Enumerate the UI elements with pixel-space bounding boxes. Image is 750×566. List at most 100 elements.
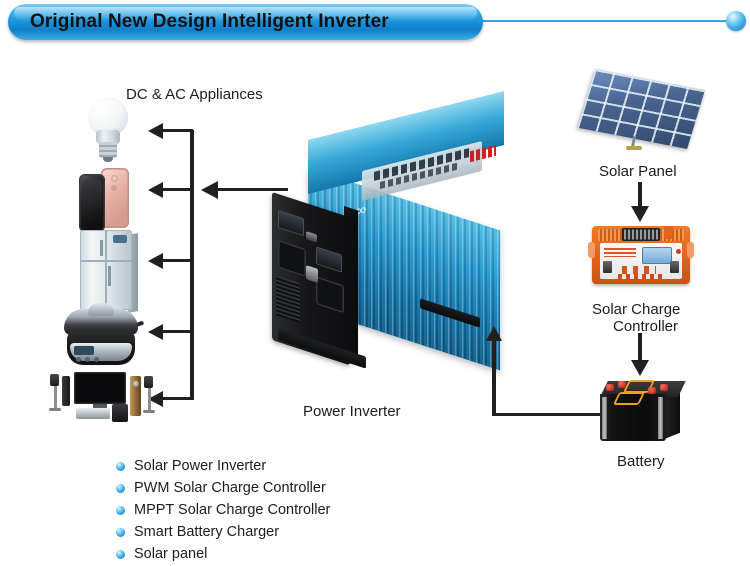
cooker-button-2-icon: [85, 357, 90, 362]
list-item: MPPT Solar Charge Controller: [116, 500, 330, 520]
controller-logo-icon: [676, 249, 681, 254]
arrow-head-fridge-icon: [148, 252, 163, 269]
tv-stand-icon: [93, 404, 107, 408]
cooker-button-3-icon: [94, 357, 99, 362]
controller-usb-left-icon: [603, 261, 612, 273]
speaker-tower-left-icon: [62, 376, 70, 406]
solar-panel-label: Solar Panel: [599, 163, 677, 180]
fridge-handle-lower-icon: [108, 266, 111, 286]
controller-mount-ear-left-icon: [588, 242, 595, 258]
arrow-head-tv-icon: [148, 390, 163, 407]
fridge-handle-upper-icon: [100, 240, 103, 256]
controller-usb-right-icon: [670, 261, 679, 273]
appliance-home-theater: [48, 370, 156, 426]
phone-camera-icon: [111, 175, 118, 182]
arrow-head-cooker-icon: [148, 323, 163, 340]
fridge-door-center-icon: [105, 230, 107, 310]
page-title: Original New Design Intelligent Inverter: [30, 11, 389, 32]
inverter-ac-socket-left-icon: [278, 239, 306, 278]
bullet-icon: [116, 549, 125, 559]
speaker-foot-left-icon: [49, 408, 61, 411]
arrow-head-controller-to-battery-icon: [631, 360, 649, 376]
arrow-line-phone: [163, 188, 193, 191]
device-battery: [600, 380, 686, 443]
battery-edge-highlight-right-icon: [658, 397, 663, 439]
bulb-glass-icon: [88, 97, 128, 136]
arrow-line-bulb: [163, 129, 193, 132]
header-banner: [8, 4, 483, 40]
header-rule: [420, 20, 730, 22]
arrow-line-tv: [163, 397, 193, 400]
speaker-stand-left-icon: [54, 386, 57, 408]
controller-lcd-icon: [642, 247, 672, 264]
av-receiver-icon: [76, 408, 110, 419]
appliance-refrigerator: [76, 230, 142, 316]
fridge-display-panel-icon: [113, 235, 127, 243]
device-solar-charge-controller: [588, 226, 694, 284]
inverter-power-switch-icon: [306, 265, 318, 283]
list-item: Solar panel: [116, 544, 330, 564]
list-item-label: Solar panel: [134, 546, 208, 562]
speaker-foot-right-icon: [143, 410, 155, 413]
solar-panel-foot-icon: [626, 146, 642, 150]
charge-controller-label-line1: Solar Charge: [592, 301, 681, 318]
bullet-icon: [116, 505, 125, 515]
bulb-tip-icon: [103, 157, 113, 162]
arrow-head-inverter-to-bus-icon: [201, 180, 218, 199]
speaker-tower-right-icon: [130, 376, 141, 416]
speaker-satellite-left-icon: [50, 374, 59, 386]
arrow-head-bulb-icon: [148, 122, 163, 139]
cooker-display-icon: [74, 346, 94, 355]
battery-terminal-4-icon: [660, 384, 668, 391]
inverter-ac-socket-right-icon: [316, 276, 344, 314]
header-bullet-sphere-icon: [726, 11, 746, 31]
arrow-line-battery-to-inverter-v: [492, 340, 496, 415]
controller-print-text-icon: [604, 248, 636, 257]
arrow-line-panel-to-controller: [638, 182, 642, 209]
arrow-head-panel-to-controller-icon: [631, 206, 649, 222]
arrow-head-battery-to-inverter-icon: [486, 326, 502, 341]
bullet-icon: [116, 461, 125, 471]
appliances-label: DC & AC Appliances: [126, 86, 263, 103]
arrow-line-battery-to-inverter-h: [492, 413, 600, 416]
list-item: Smart Battery Charger: [116, 522, 330, 542]
bulb-screw-base-icon: [99, 142, 117, 158]
cooker-button-1-icon: [76, 357, 81, 362]
bullet-icon: [116, 527, 125, 537]
cooker-knob-icon: [88, 303, 114, 316]
controller-antenna-stub-icon: [664, 226, 673, 239]
bulb-neck-icon: [96, 130, 120, 144]
device-power-inverter: ∞: [270, 91, 505, 371]
list-item-label: Solar Power Inverter: [134, 458, 267, 474]
subwoofer-icon: [112, 404, 128, 422]
battery-front-face-icon: [600, 394, 666, 441]
list-item-label: PWM Solar Charge Controller: [134, 480, 326, 496]
solar-panel-cells-icon: [577, 69, 705, 149]
battery-terminal-3-icon: [648, 387, 656, 394]
arrow-line-cooker: [163, 330, 193, 333]
appliance-bus-line: [190, 130, 194, 400]
list-item: Solar Power Inverter: [116, 456, 330, 476]
controller-led-row-icon: [618, 274, 662, 279]
controller-mount-ear-right-icon: [687, 242, 694, 258]
appliance-rice-cooker: [62, 303, 148, 369]
battery-label: Battery: [617, 453, 665, 470]
arrow-line-controller-to-battery: [638, 333, 642, 363]
list-item-label: MPPT Solar Charge Controller: [134, 502, 331, 518]
list-item-label: Smart Battery Charger: [134, 524, 280, 540]
arrow-line-inverter-to-bus: [216, 188, 288, 191]
power-inverter-label: Power Inverter: [303, 403, 401, 420]
features-list: Solar Power Inverter PWM Solar Charge Co…: [116, 456, 330, 566]
arrow-line-fridge: [163, 259, 193, 262]
bullet-icon: [116, 483, 125, 493]
arrow-head-phone-icon: [148, 181, 163, 198]
controller-buttons-icon: [622, 266, 656, 274]
speaker-satellite-right-icon: [144, 376, 153, 388]
battery-edge-highlight-left-icon: [602, 397, 607, 439]
controller-faceplate-icon: [600, 243, 682, 279]
appliance-led-bulb: [72, 97, 144, 165]
inverter-lcd-left-icon: [278, 209, 304, 237]
device-solar-panel: [577, 69, 706, 152]
battery-terminal-2-icon: [618, 381, 626, 388]
controller-vent-icon: [622, 228, 660, 241]
